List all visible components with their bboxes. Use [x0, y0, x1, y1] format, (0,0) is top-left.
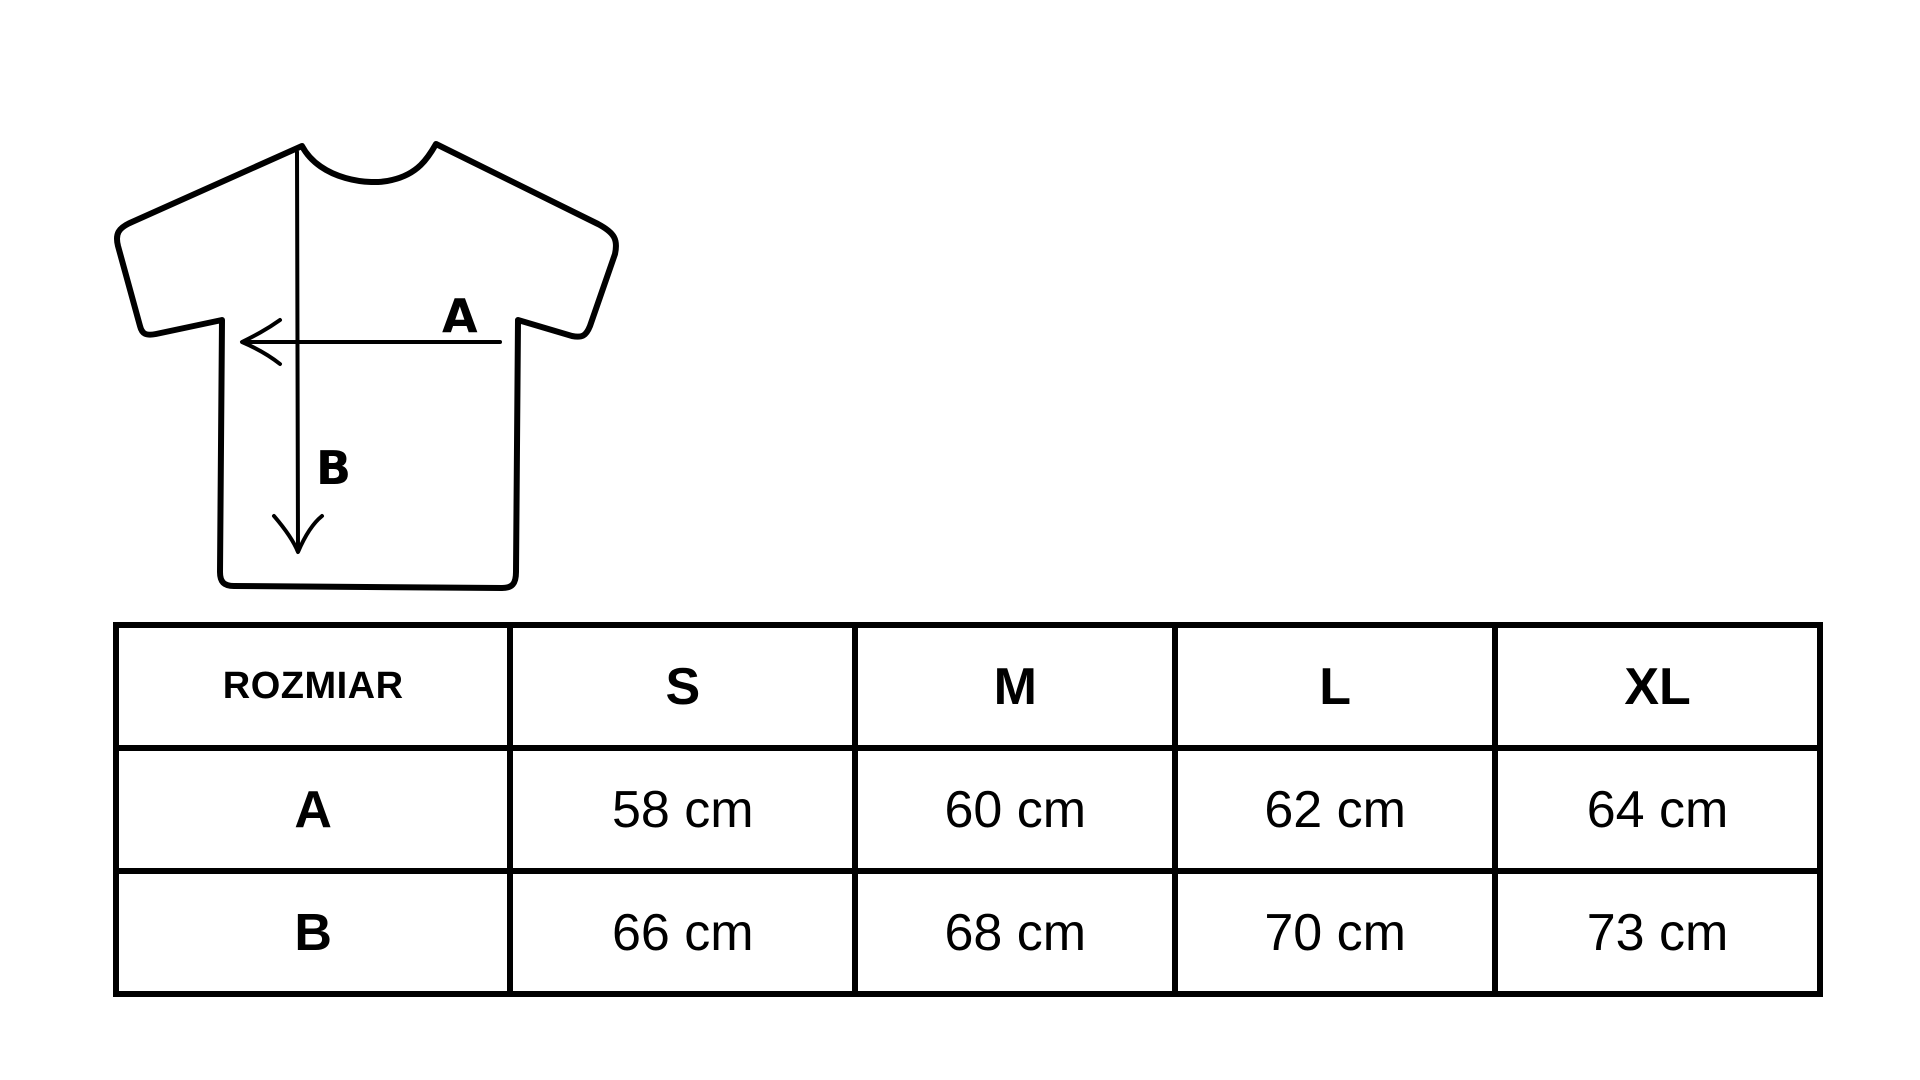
measure-line-b [295, 150, 300, 552]
cell-b-m: 68 cm [852, 868, 1179, 997]
table-header-row: ROZMIAR S M L XL [112, 622, 1823, 751]
header-size-l: L [1172, 622, 1499, 751]
header-size-xl: XL [1492, 622, 1823, 751]
row-label-b: B [112, 868, 514, 997]
diagram-label-a: A [442, 289, 478, 343]
cell-b-xl: 73 cm [1492, 868, 1823, 997]
table-row-a: A 58 cm 60 cm 62 cm 64 cm [112, 745, 1823, 874]
cell-a-xl: 64 cm [1492, 745, 1823, 874]
size-chart-table: ROZMIAR S M L XL A 58 cm 60 cm 62 cm 64 … [112, 622, 1823, 997]
diagram-label-b: B [316, 441, 351, 495]
header-size-s: S [507, 622, 859, 751]
arrowhead-b [272, 514, 324, 554]
tshirt-body-outline [113, 141, 619, 591]
cell-a-s: 58 cm [507, 745, 859, 874]
tshirt-outline: A B [113, 141, 619, 591]
header-size-m: M [852, 622, 1179, 751]
cell-b-s: 66 cm [507, 868, 859, 997]
arrowhead-a [240, 318, 282, 366]
table-row-b: B 66 cm 68 cm 70 cm 73 cm [112, 868, 1823, 997]
cell-a-m: 60 cm [852, 745, 1179, 874]
header-size-label: ROZMIAR [112, 622, 514, 751]
tshirt-diagram: A B [110, 138, 630, 598]
row-label-a: A [112, 745, 514, 874]
cell-a-l: 62 cm [1172, 745, 1499, 874]
cell-b-l: 70 cm [1172, 868, 1499, 997]
